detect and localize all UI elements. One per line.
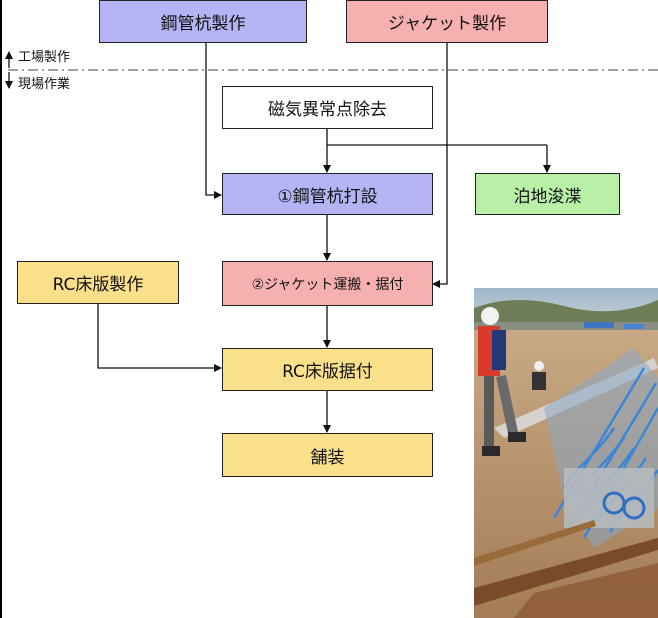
edge-jacket-to-transport — [432, 42, 448, 288]
box-pile-driving: ①鋼管杭打設 — [222, 173, 433, 215]
box-paving: 舗装 — [222, 433, 433, 477]
box-rc-slab-fabrication: RC床版製作 — [17, 261, 179, 304]
site-photo-illustration — [474, 288, 658, 618]
box-steel-pipe-fabrication: 鋼管杭製作 — [99, 0, 307, 43]
left-border — [0, 0, 2, 618]
zone-label-factory: 工場製作 — [18, 50, 71, 65]
box-jacket-fabrication: ジャケット製作 — [346, 0, 548, 43]
edge-pipe-to-driving — [205, 42, 222, 199]
construction-site-photo — [474, 288, 658, 618]
edge-slabfab-to-slab — [97, 303, 222, 372]
zone-label-site: 現場作業 — [18, 77, 71, 92]
box-rc-slab-install: RC床版据付 — [222, 348, 433, 391]
box-berth-dredging: 泊地浚渫 — [475, 173, 620, 215]
box-magnetic-anomaly-removal: 磁気異常点除去 — [222, 86, 433, 129]
box-jacket-transport-install: ②ジャケット運搬・据付 — [222, 261, 433, 306]
